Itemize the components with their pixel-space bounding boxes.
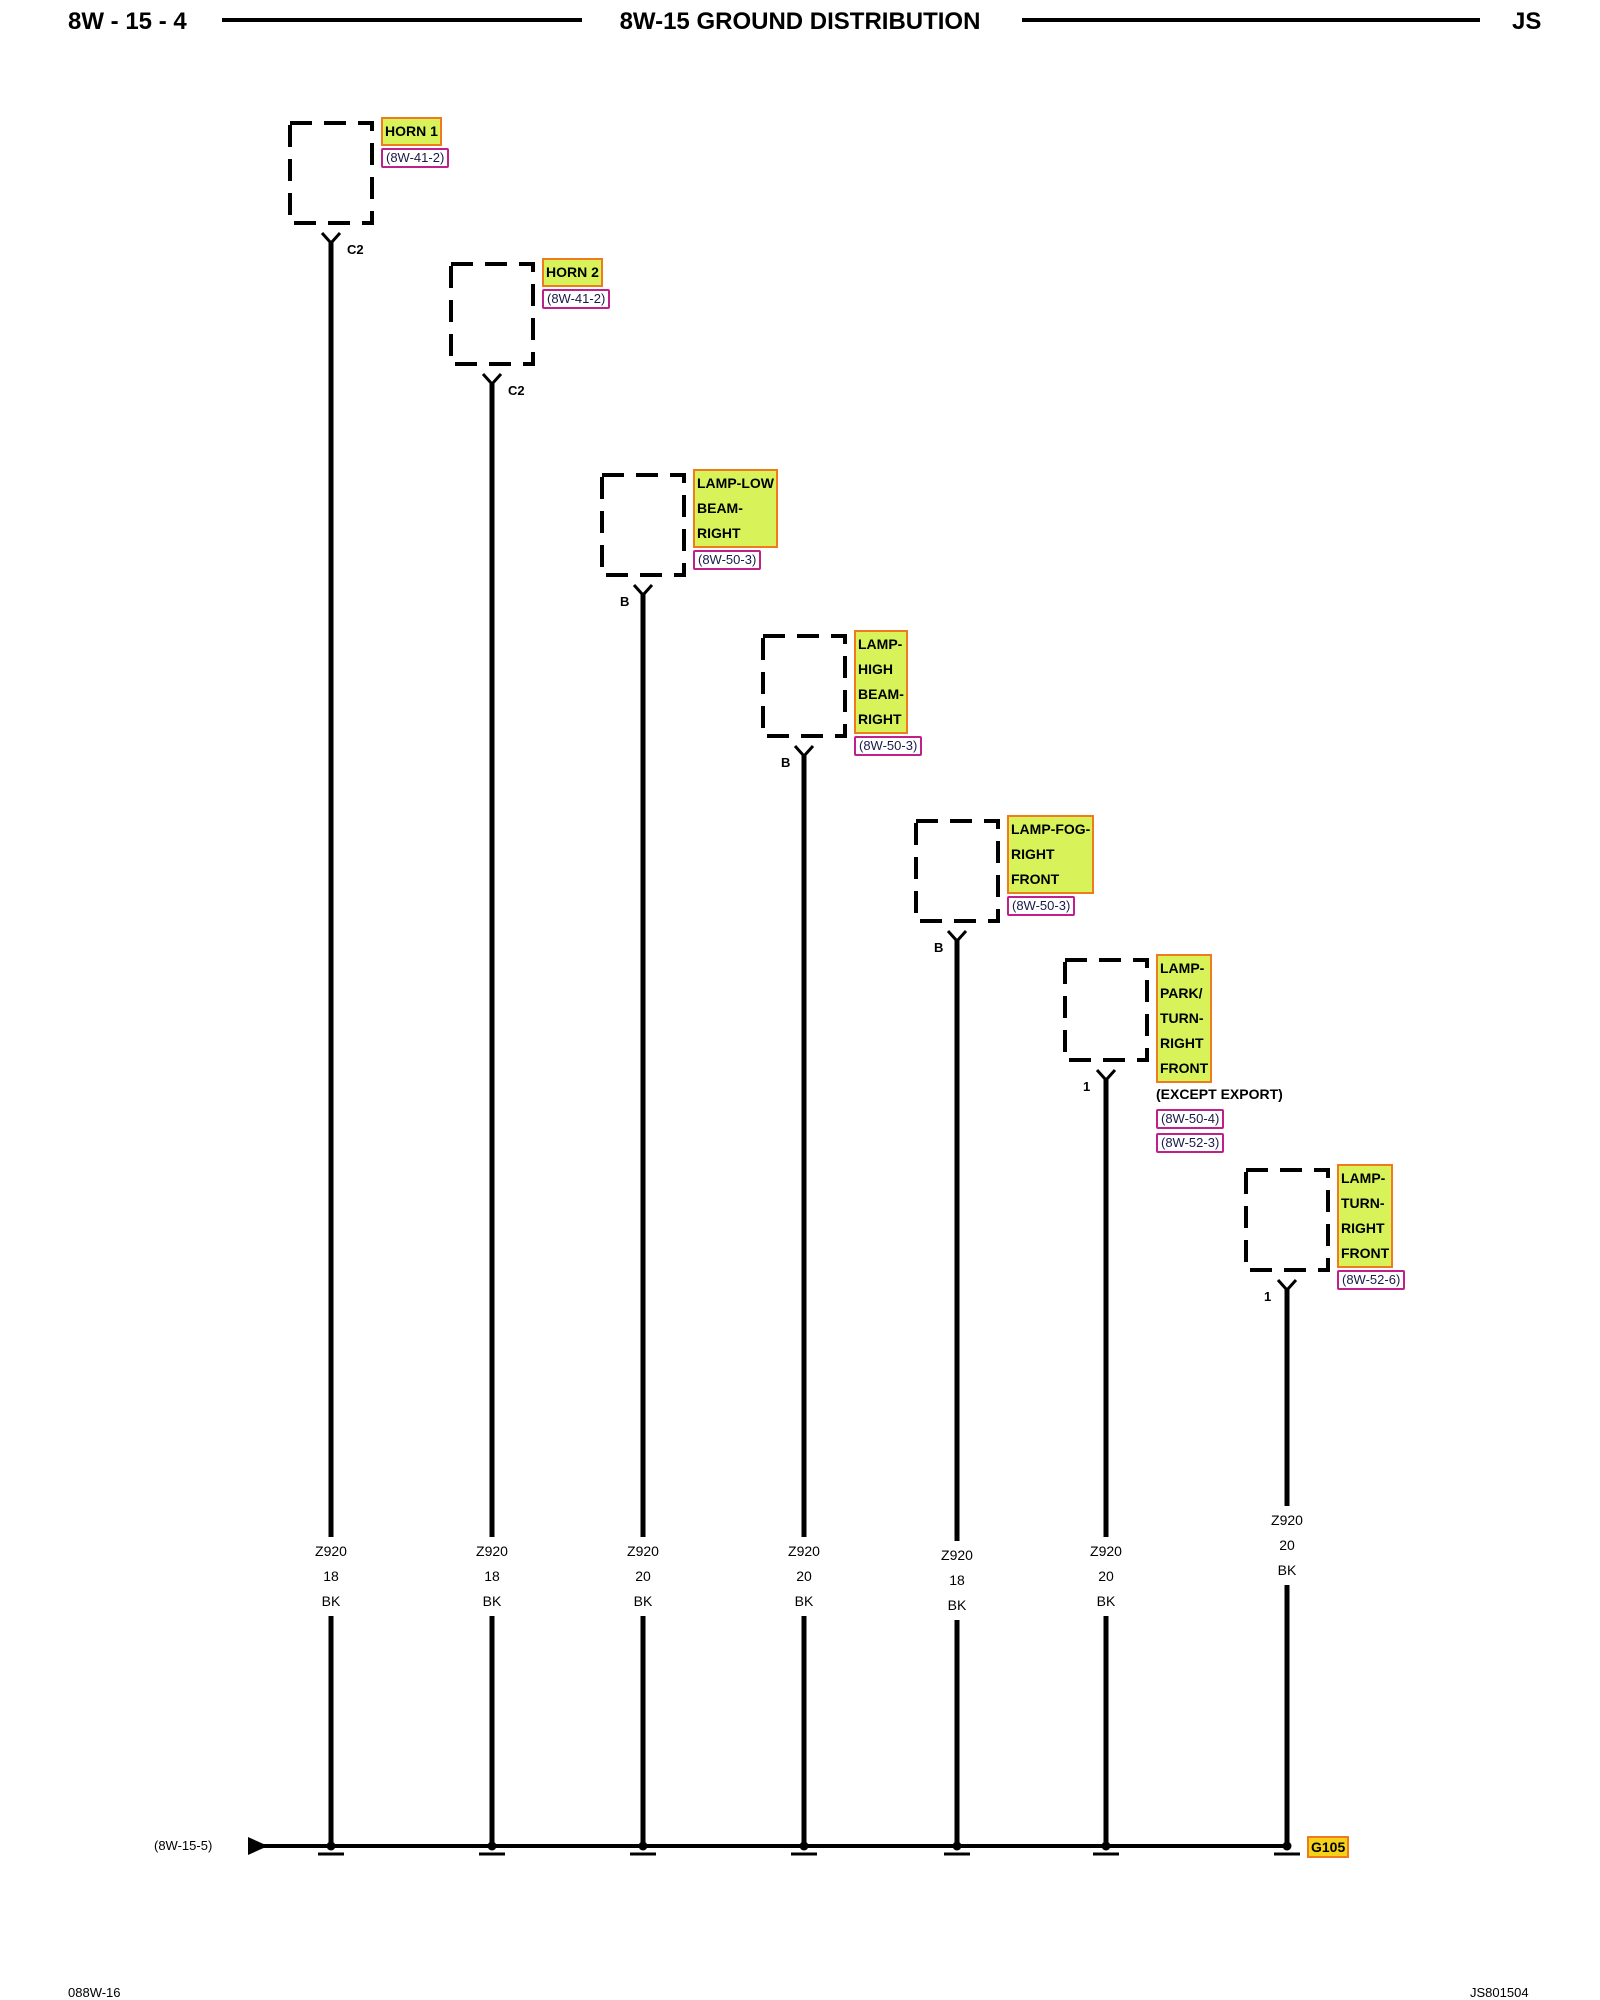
wire-spec: Z920 18 BK [462,1539,522,1614]
component-box [449,262,535,366]
splice-dot [326,1841,336,1851]
component-name: LAMP- PARK/ TURN- RIGHT FRONT [1156,954,1213,1083]
splice-dot [487,1841,497,1851]
page-title: 8W-15 GROUND DISTRIBUTION [619,8,981,35]
component-box [1063,958,1149,1062]
wire-spec: Z920 18 BK [927,1543,987,1618]
ground-point-label: G105 [1307,1836,1350,1858]
splice-dot [952,1841,962,1851]
connector-pin-label: 1 [1264,1289,1272,1304]
wire-spec: Z920 20 BK [1076,1539,1136,1614]
model-code: JS [1512,8,1542,35]
component-reference: (8W-50-4) [1156,1109,1225,1129]
component-name: LAMP- TURN- RIGHT FRONT [1337,1164,1394,1268]
component-reference: (8W-41-2) [542,289,611,309]
wire-spec: Z920 20 BK [613,1539,673,1614]
component-reference: (8W-52-6) [1337,1270,1406,1290]
connector-pin-label: B [934,940,944,955]
splice-dot [799,1841,809,1851]
connector-pin-label: C2 [347,242,364,257]
component-box [761,634,847,738]
header-rule-left [222,18,582,22]
component-name: HORN 1 [381,117,442,146]
connector-pin-label: B [781,755,791,770]
component-note: (EXCEPT EXPORT) [1156,1086,1283,1102]
wire-spec: Z920 20 BK [774,1539,834,1614]
component-reference: (8W-50-3) [854,736,923,756]
component-box [288,121,374,225]
footer-right-code: JS801504 [1470,1985,1529,2000]
connector-pin-label: B [620,594,630,609]
component-name: HORN 2 [542,258,603,287]
component-reference: (8W-50-3) [693,550,762,570]
wire-spec: Z920 18 BK [301,1539,361,1614]
wire-spec: Z920 20 BK [1257,1508,1317,1583]
header-rule-right [1022,18,1480,22]
connector-pin-label: 1 [1083,1079,1091,1094]
page-code: 8W - 15 - 4 [68,8,187,35]
component-box [914,819,1000,923]
connector-pin-label: C2 [508,383,525,398]
component-reference: (8W-41-2) [381,148,450,168]
component-box [1244,1168,1330,1272]
footer-left-code: 088W-16 [68,1985,121,2000]
component-name: LAMP- HIGH BEAM- RIGHT [854,630,908,734]
bus-from-reference: (8W-15-5) [154,1838,213,1853]
component-name: LAMP-LOW BEAM- RIGHT [693,469,778,548]
component-name: LAMP-FOG- RIGHT FRONT [1007,815,1095,894]
component-box [600,473,686,577]
component-reference: (8W-52-3) [1156,1133,1225,1153]
splice-dot [1282,1841,1292,1851]
component-reference: (8W-50-3) [1007,896,1076,916]
splice-dot [1101,1841,1111,1851]
bus-arrow-icon [248,1837,268,1855]
splice-dot [638,1841,648,1851]
